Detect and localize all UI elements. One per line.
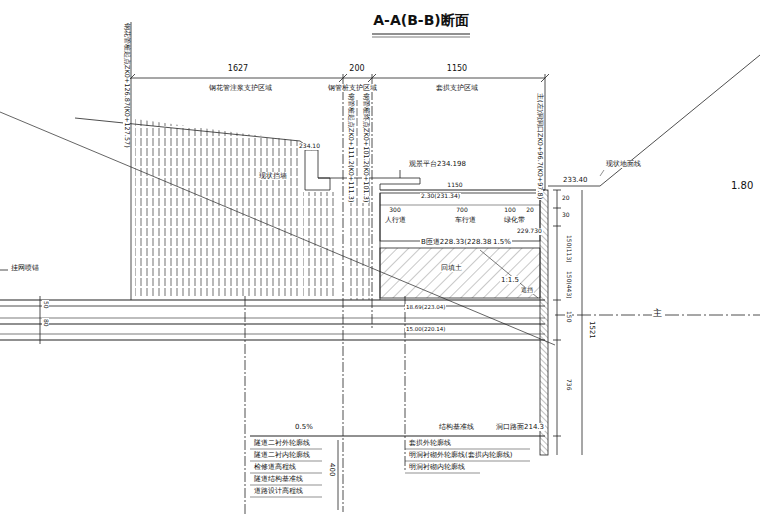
annotation: 隧道结构基准线 bbox=[253, 475, 304, 483]
lining-line bbox=[0, 323, 545, 324]
annotation: 0.5% bbox=[294, 423, 314, 431]
axis-line bbox=[245, 296, 246, 515]
lining-line bbox=[0, 339, 545, 340]
backfill-hatch bbox=[380, 248, 540, 298]
annotation: 套拱支护区域 bbox=[435, 84, 479, 92]
dimension-tick bbox=[553, 226, 561, 227]
dimension-tick bbox=[553, 208, 561, 209]
annotation: 30 bbox=[561, 212, 571, 219]
annotation: 明洞衬砌外轮廓线(套拱内轮廓线) bbox=[408, 451, 513, 459]
annotation: 现状挡墙 bbox=[258, 172, 288, 180]
vertical-annotation: 50 bbox=[42, 300, 49, 310]
annotation: 洞口路面214.3 bbox=[495, 423, 545, 431]
annotation: 2.30(231.34) bbox=[420, 193, 461, 200]
annotation: 人行道 bbox=[384, 216, 407, 224]
vertical-annotation: 钢管桩起点ZK0+111.2(K0+111.3) bbox=[347, 92, 354, 203]
vertical-annotation: 150(113) bbox=[565, 234, 572, 264]
annotation: 18.69(223.04) bbox=[405, 304, 446, 310]
lining-line bbox=[0, 306, 545, 307]
dimension-tick bbox=[553, 340, 561, 341]
title-underline bbox=[372, 33, 470, 34]
baseline bbox=[250, 436, 545, 437]
vertical-annotation: 150 bbox=[565, 310, 572, 323]
retaining-wall bbox=[305, 150, 330, 190]
dimension-line bbox=[40, 296, 41, 344]
lining-line bbox=[0, 318, 545, 319]
annotation: 钢花管注浆支护区域 bbox=[208, 84, 273, 92]
annotation: 钢管桩支护区域 bbox=[327, 84, 378, 92]
dimension-line bbox=[338, 440, 339, 510]
annotation: 观景平台234.198 bbox=[408, 160, 467, 168]
vertical-annotation: 钢管桩终点ZK0+101.2(K0+101.3) bbox=[362, 92, 369, 203]
annotation: 300 bbox=[388, 207, 401, 214]
vertical-annotation: 1521 bbox=[588, 320, 596, 340]
annotation: 隧道二衬内轮廓线 bbox=[253, 451, 311, 459]
label-leaders bbox=[250, 449, 530, 497]
annotation: 700 bbox=[455, 207, 468, 214]
dimension-tick bbox=[553, 300, 561, 301]
annotation: 233.40 bbox=[562, 176, 589, 184]
axis-line bbox=[405, 296, 406, 470]
annotation: 200 bbox=[348, 64, 365, 73]
annotation: 1150 bbox=[446, 182, 463, 189]
annotation: 234.10 bbox=[298, 143, 321, 150]
dimension-line bbox=[131, 78, 545, 79]
dimension-line bbox=[380, 205, 540, 206]
annotation: 检修道高程线 bbox=[253, 463, 297, 471]
annotation: 20 bbox=[561, 195, 571, 202]
annotation: 套拱外轮廓线 bbox=[408, 439, 452, 447]
vertical-annotation: 钢花管桩起点ZK0+126.87(K0+127.57) bbox=[123, 22, 130, 149]
dimension-line bbox=[557, 190, 558, 455]
annotation: 挂网喷锚 bbox=[10, 264, 40, 272]
dimension-line bbox=[582, 190, 583, 455]
annotation: 隧道二衬外轮廓线 bbox=[253, 439, 311, 447]
pipe-pile-hatch bbox=[303, 192, 338, 298]
annotation: 1.80 bbox=[730, 180, 754, 192]
lining-line bbox=[0, 299, 545, 300]
dimension-tick bbox=[553, 436, 561, 437]
station-line bbox=[372, 74, 373, 330]
lining-line bbox=[0, 334, 545, 335]
annotation: 遮挡 bbox=[520, 287, 534, 294]
annotation: 明洞衬砌内轮廓线 bbox=[408, 463, 466, 471]
vertical-annotation: 400 bbox=[328, 462, 336, 477]
annotation: 车行道 bbox=[454, 216, 477, 224]
vertical-annotation: 736 bbox=[565, 378, 572, 391]
rail-post bbox=[400, 170, 401, 178]
annotation: 现状地面线 bbox=[605, 160, 642, 168]
vertical-annotation: 150(443) bbox=[565, 270, 572, 300]
annotation: 1:1.5 bbox=[500, 276, 520, 284]
ground-line bbox=[548, 55, 760, 186]
annotation: 主 bbox=[652, 308, 663, 318]
line-work bbox=[0, 22, 760, 515]
annotation: 100 bbox=[503, 207, 516, 214]
slope-line bbox=[0, 112, 555, 345]
annotation: B匝道228.33(228.38) bbox=[420, 238, 495, 246]
leader-line bbox=[0, 270, 8, 271]
annotation: 20 bbox=[525, 207, 535, 214]
annotation: 1150 bbox=[446, 64, 468, 73]
annotation: 15.00(220.14) bbox=[405, 326, 446, 332]
title-underline bbox=[372, 37, 470, 38]
vertical-annotation: 80 bbox=[42, 318, 49, 328]
annotation: 回填土 bbox=[440, 264, 463, 272]
station-line bbox=[343, 74, 344, 512]
pipe-pile-hatch bbox=[135, 119, 300, 298]
road-surface bbox=[380, 189, 545, 190]
dimension-tick bbox=[553, 190, 561, 191]
extension-line bbox=[545, 74, 546, 190]
annotation: 1627 bbox=[227, 64, 249, 73]
vertical-annotation: 主(左)洞洞口ZK0+96.7(K0+97.8) bbox=[536, 92, 543, 200]
drawing-title: A-A(B-B)断面 bbox=[373, 12, 468, 30]
annotation: 229.730 bbox=[516, 228, 543, 235]
annotation: 绿化带 bbox=[503, 216, 526, 224]
annotation: 1.5% bbox=[492, 238, 512, 246]
extension-line bbox=[131, 22, 132, 300]
annotation: 道路设计高程线 bbox=[253, 487, 304, 495]
leader-line bbox=[600, 170, 604, 176]
annotation: 结构基准线 bbox=[438, 423, 475, 431]
